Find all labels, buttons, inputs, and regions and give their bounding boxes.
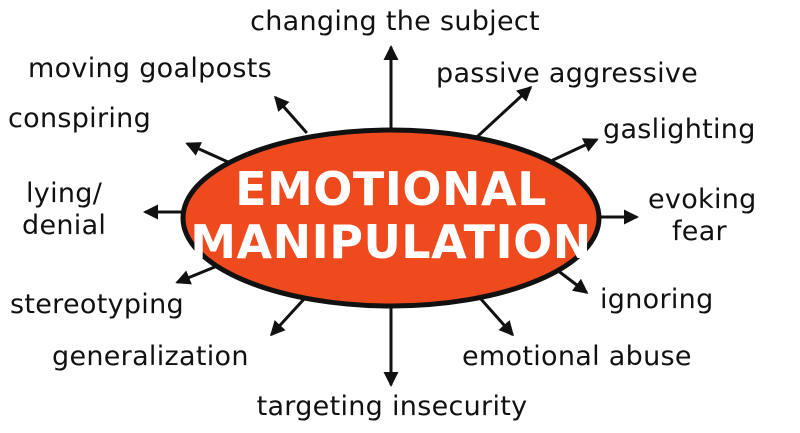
label-emotional-abuse: emotional abuse [462, 341, 692, 372]
label-stereotyping: stereotyping [10, 289, 184, 320]
center-ellipse [180, 127, 602, 309]
label-passive-aggressive: passive aggressive [436, 58, 698, 89]
label-generalization: generalization [52, 341, 249, 372]
label-targeting-insecurity: targeting insecurity [257, 391, 528, 422]
arrow-moving-goalposts [274, 95, 308, 134]
arrow-emotional-abuse [478, 296, 514, 337]
label-gaslighting: gaslighting [603, 114, 756, 145]
label-ignoring: ignoring [600, 284, 714, 315]
arrow-generalization [269, 296, 307, 337]
center-title-line2: MANIPULATION [190, 215, 592, 269]
label-moving-goalposts: moving goalposts [28, 53, 272, 84]
arrow-gaslighting [551, 138, 599, 162]
label-changing-the-subject: changing the subject [250, 6, 540, 37]
labels: changing the subject passive aggressive … [8, 6, 766, 422]
arrow-conspiring [185, 142, 230, 164]
label-lying-denial: lying/ denial [22, 178, 111, 241]
arrows [143, 45, 639, 387]
center-title-line1: EMOTIONAL [235, 162, 547, 216]
label-evoking-fear: evoking fear [648, 184, 766, 247]
arrow-ignoring [555, 268, 589, 294]
arrow-passive-aggressive [476, 85, 533, 138]
label-conspiring: conspiring [8, 103, 151, 134]
